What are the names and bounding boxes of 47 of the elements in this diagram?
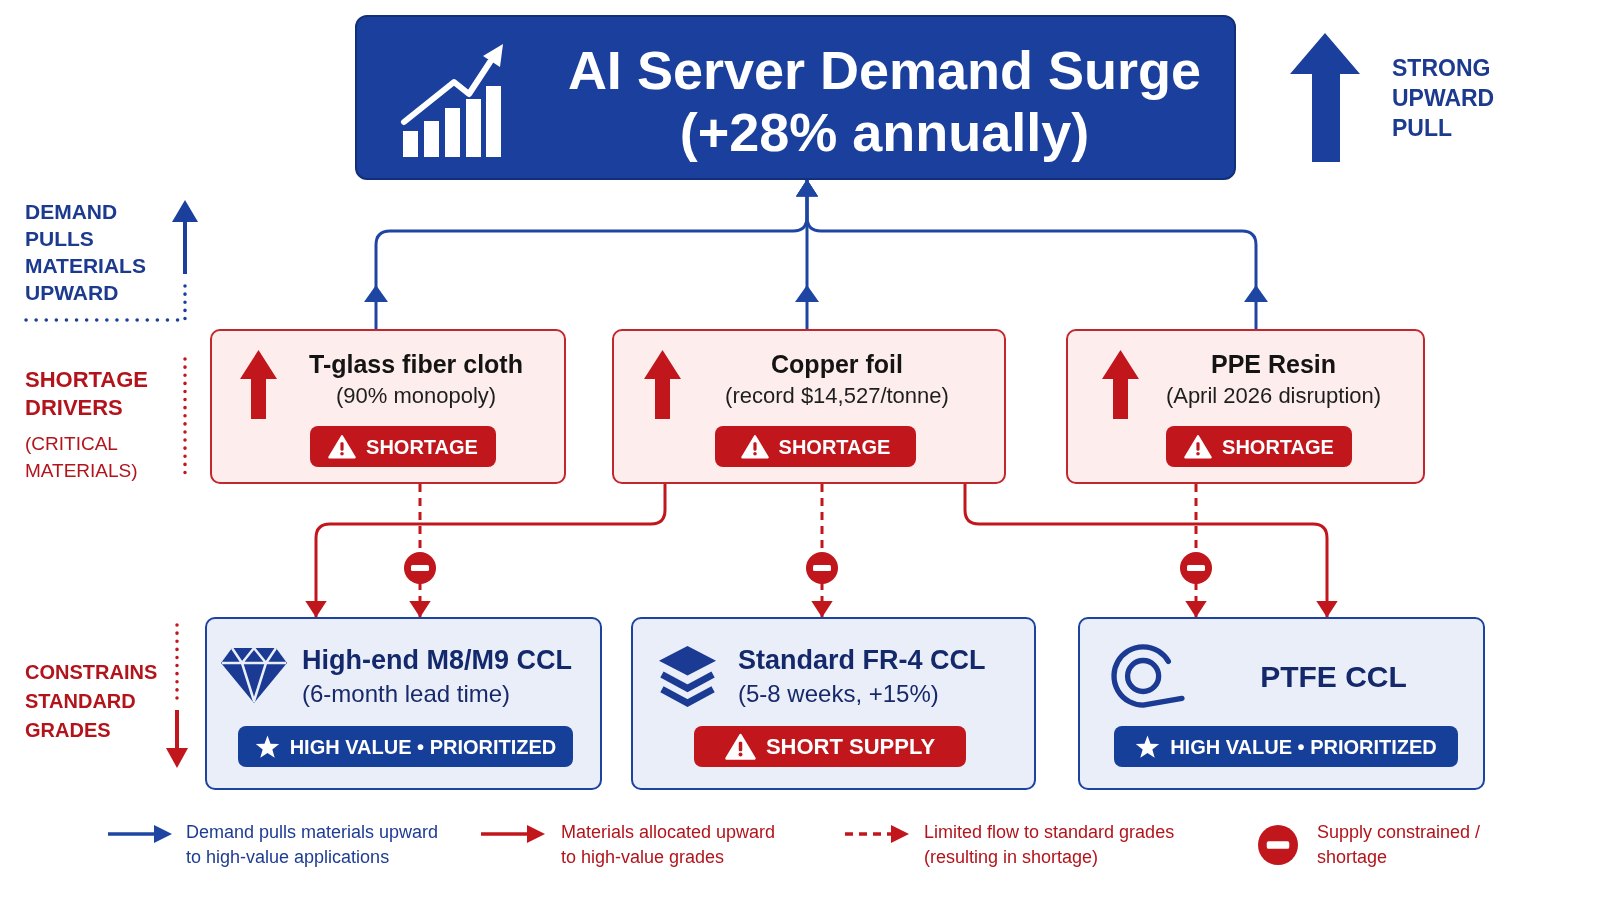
legend-text: Demand pulls materials upward to high-value applications — [186, 821, 440, 869]
product-card — [631, 617, 1036, 790]
material-card — [210, 329, 566, 484]
legend-text: Materials allocated upward to high-value grades — [561, 821, 777, 869]
annotation-text: (CRITICAL MATERIALS) — [25, 432, 139, 483]
dashed-arrow — [811, 484, 833, 618]
status-label: SHORTAGE — [366, 436, 478, 457]
card-title: Standard FR-4 CCL — [738, 644, 987, 677]
status-badge — [238, 726, 573, 767]
card-subtitle: (record $14,527/tonne) — [724, 382, 950, 410]
dashed-arrow — [409, 484, 431, 618]
dashed-arrow — [1185, 484, 1207, 618]
banner-heading: AI Server Demand Surge — [566, 39, 1203, 101]
status-label: SHORT SUPPLY — [765, 735, 936, 758]
annotation-text: CONSTRAINS STANDARD GRADES — [25, 660, 159, 743]
card-subtitle: (6-month lead time) — [302, 679, 512, 709]
annotation-text: STRONG UPWARD PULL — [1392, 54, 1496, 143]
material-card — [612, 329, 1006, 484]
legend-text: Supply constrained / shortage — [1317, 821, 1482, 869]
flow-arrow — [963, 484, 1338, 618]
flow-arrow — [796, 179, 1268, 329]
card-title: T-glass fiber cloth — [308, 349, 524, 380]
annotation-text: DEMAND PULLS MATERIALS UPWARD — [25, 199, 147, 306]
material-card — [1066, 329, 1425, 484]
product-card — [1078, 617, 1485, 790]
card-subtitle: (5-8 weeks, +15%) — [738, 679, 940, 709]
status-badge — [694, 726, 966, 767]
status-label: HIGH VALUE • PRIORITIZED — [289, 736, 557, 757]
product-card — [205, 617, 602, 790]
flow-arrow — [305, 484, 667, 618]
card-subtitle: (90% monopoly) — [334, 382, 498, 410]
headline-banner — [355, 15, 1236, 180]
banner-subheading: (+28% annually) — [678, 101, 1091, 163]
status-badge — [1166, 426, 1352, 467]
status-badge — [715, 426, 916, 467]
legend-text: Limited flow to standard grades (resulting in shortage) — [924, 821, 1176, 869]
annotation-text: SHORTAGE DRIVERS — [25, 366, 150, 422]
status-label: SHORTAGE — [778, 436, 891, 457]
card-title: High-end M8/M9 CCL — [302, 644, 573, 677]
card-title: Copper foil — [770, 349, 904, 380]
status-badge — [1114, 726, 1458, 767]
status-label: HIGH VALUE • PRIORITIZED — [1170, 736, 1437, 757]
card-title: PPE Resin — [1209, 349, 1338, 380]
status-label: SHORTAGE — [1222, 436, 1334, 457]
status-badge — [310, 426, 496, 467]
card-title: PTFE CCL — [1259, 659, 1408, 695]
card-subtitle: (April 2026 disruption) — [1164, 382, 1383, 410]
